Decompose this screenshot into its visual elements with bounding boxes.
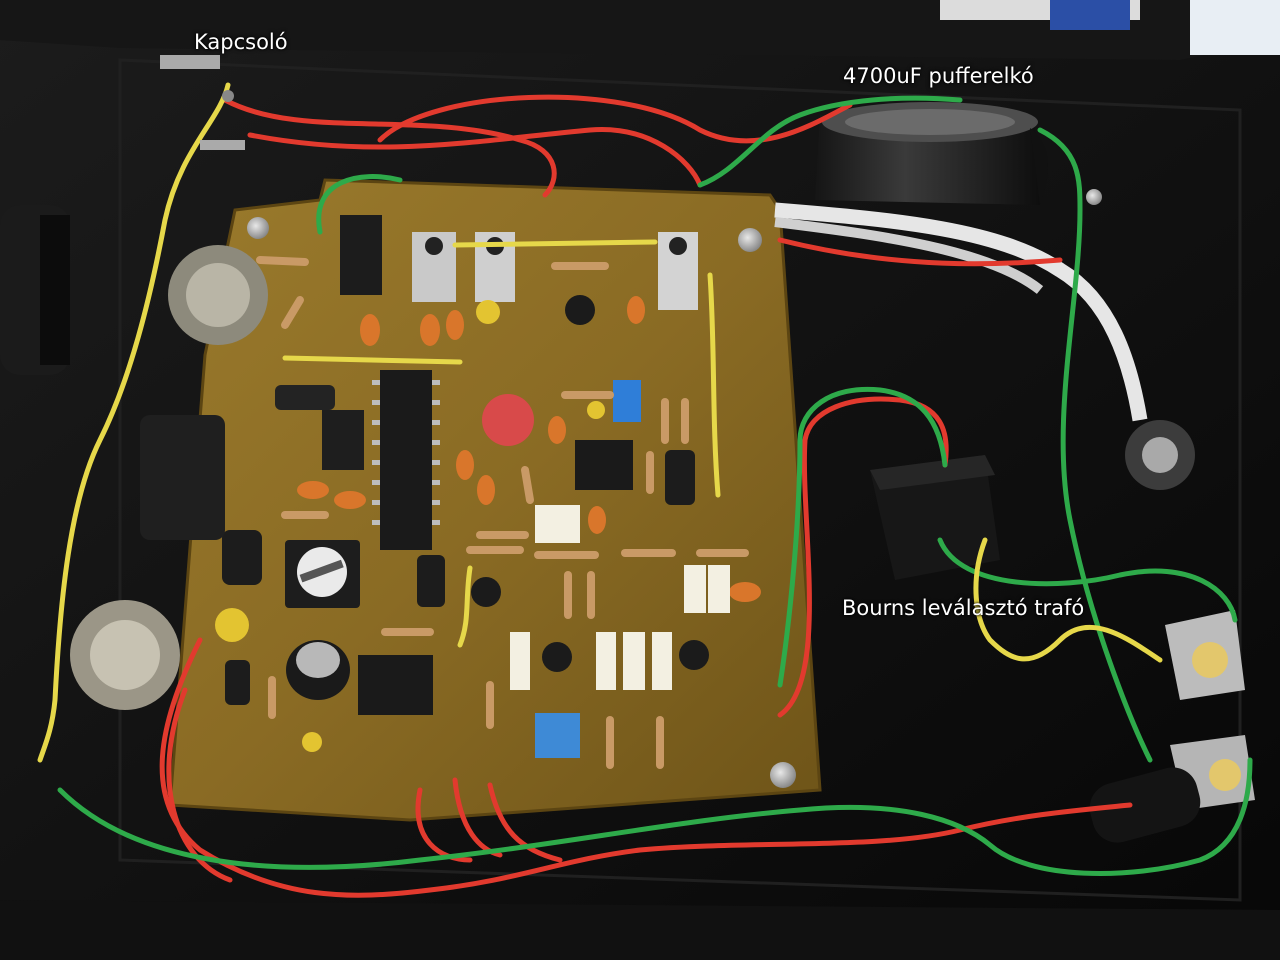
coax-cable bbox=[774, 202, 1148, 422]
electrolytic-caps bbox=[222, 450, 695, 705]
mc3362p-ic bbox=[372, 370, 440, 550]
transistors bbox=[471, 295, 709, 672]
transformer-annotation: Bourns leválasztó trafó bbox=[842, 596, 1085, 620]
red-coil bbox=[482, 394, 534, 446]
dip8-ics bbox=[358, 440, 633, 715]
left-jack bbox=[140, 415, 225, 540]
volume-pot bbox=[70, 600, 180, 710]
output-jacks bbox=[1089, 420, 1255, 843]
ceramic-filter bbox=[275, 385, 364, 470]
volume-knob bbox=[0, 205, 70, 375]
capacitor-annotation: 4700uF pufferelkó bbox=[843, 64, 1034, 88]
buffer-capacitor bbox=[815, 102, 1048, 205]
switch-annotation: Kapcsoló bbox=[194, 30, 288, 54]
trimmer-pot bbox=[285, 540, 360, 608]
band-switch-pot bbox=[168, 245, 268, 345]
yellow-wires bbox=[37, 82, 1163, 763]
mounting-screws bbox=[247, 189, 1102, 788]
film-caps bbox=[510, 505, 730, 690]
switch-terminals bbox=[160, 55, 245, 150]
resistors bbox=[256, 256, 749, 769]
ceramic-caps bbox=[215, 296, 761, 752]
isolation-transformer bbox=[870, 455, 1000, 580]
blue-trimmers bbox=[535, 380, 641, 758]
